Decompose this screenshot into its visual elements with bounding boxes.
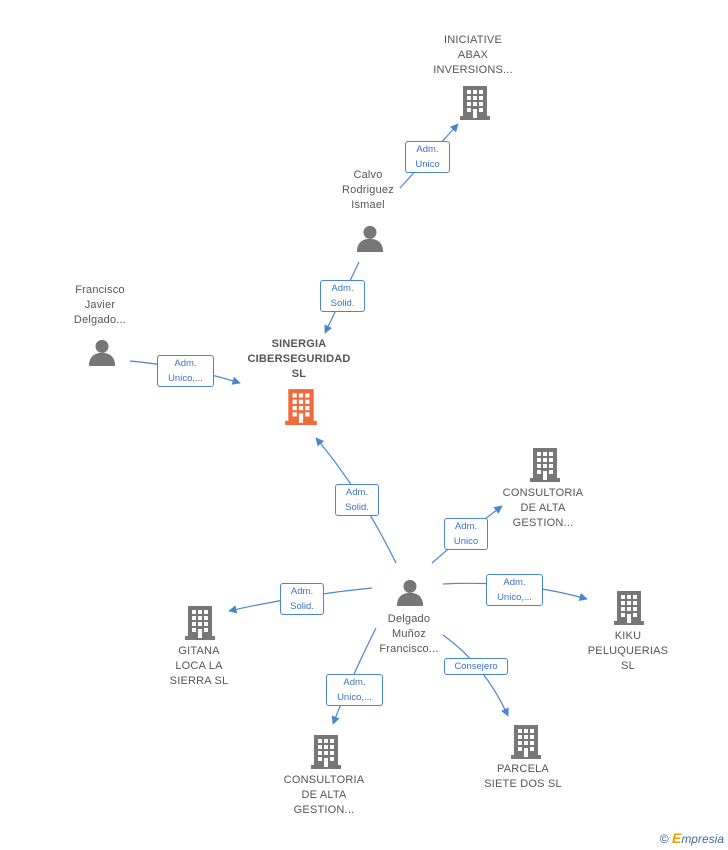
edge-badge-delgado-parcela: Consejero: [444, 658, 508, 675]
node-label-parcela[interactable]: PARCELA SIETE DOS SL: [484, 763, 562, 790]
node-label-delgado[interactable]: Delgado Muñoz Francisco...: [379, 613, 439, 655]
node-label-gitana[interactable]: GITANA LOCA LA SIERRA SL: [169, 645, 229, 687]
building-icon[interactable]: [285, 389, 317, 425]
edge-badge-delgado-consultoria1: Adm. Unico: [444, 518, 488, 550]
node-label-consultoria2[interactable]: CONSULTORIA DE ALTA GESTION...: [283, 774, 365, 816]
edge-badge-delgado-gitana: Adm. Solid.: [280, 583, 324, 615]
edge-badge-calvo-iniciative: Adm. Unico: [405, 141, 450, 173]
building-icon[interactable]: [185, 606, 215, 640]
building-icon[interactable]: [311, 735, 341, 769]
person-icon[interactable]: [356, 225, 384, 252]
edge-badge-delgado-focus: Adm. Solid.: [335, 484, 379, 516]
edge-badge-calvo-focus: Adm. Solid.: [320, 280, 365, 312]
building-icon[interactable]: [530, 448, 560, 482]
copyright-icon: ©: [659, 832, 669, 846]
brand-initial: E: [671, 830, 682, 846]
node-label-calvo[interactable]: Calvo Rodriguez Ismael: [342, 169, 394, 211]
person-icon[interactable]: [88, 339, 116, 366]
building-icon[interactable]: [460, 86, 490, 120]
node-label-francisco[interactable]: Francisco Javier Delgado...: [73, 284, 127, 326]
edge-badge-francisco-focus: Adm. Unico,...: [157, 355, 214, 387]
node-label-focus[interactable]: SINERGIA CIBERSEGURIDAD SL: [247, 338, 351, 380]
node-label-consultoria1[interactable]: CONSULTORIA DE ALTA GESTION...: [502, 487, 584, 529]
building-icon[interactable]: [511, 725, 541, 759]
edge-badge-delgado-kiku: Adm. Unico,...: [486, 574, 543, 606]
brand-logo: © Empresia: [660, 830, 724, 846]
person-icon[interactable]: [396, 579, 424, 606]
node-label-kiku[interactable]: KIKU PELUQUERIAS SL: [587, 630, 669, 672]
brand-name: mpresia: [681, 832, 724, 846]
building-icon[interactable]: [614, 591, 644, 625]
edge-badge-delgado-consultoria2: Adm. Unico,...: [326, 674, 383, 706]
node-label-iniciative[interactable]: INICIATIVE ABAX INVERSIONS...: [433, 34, 513, 76]
